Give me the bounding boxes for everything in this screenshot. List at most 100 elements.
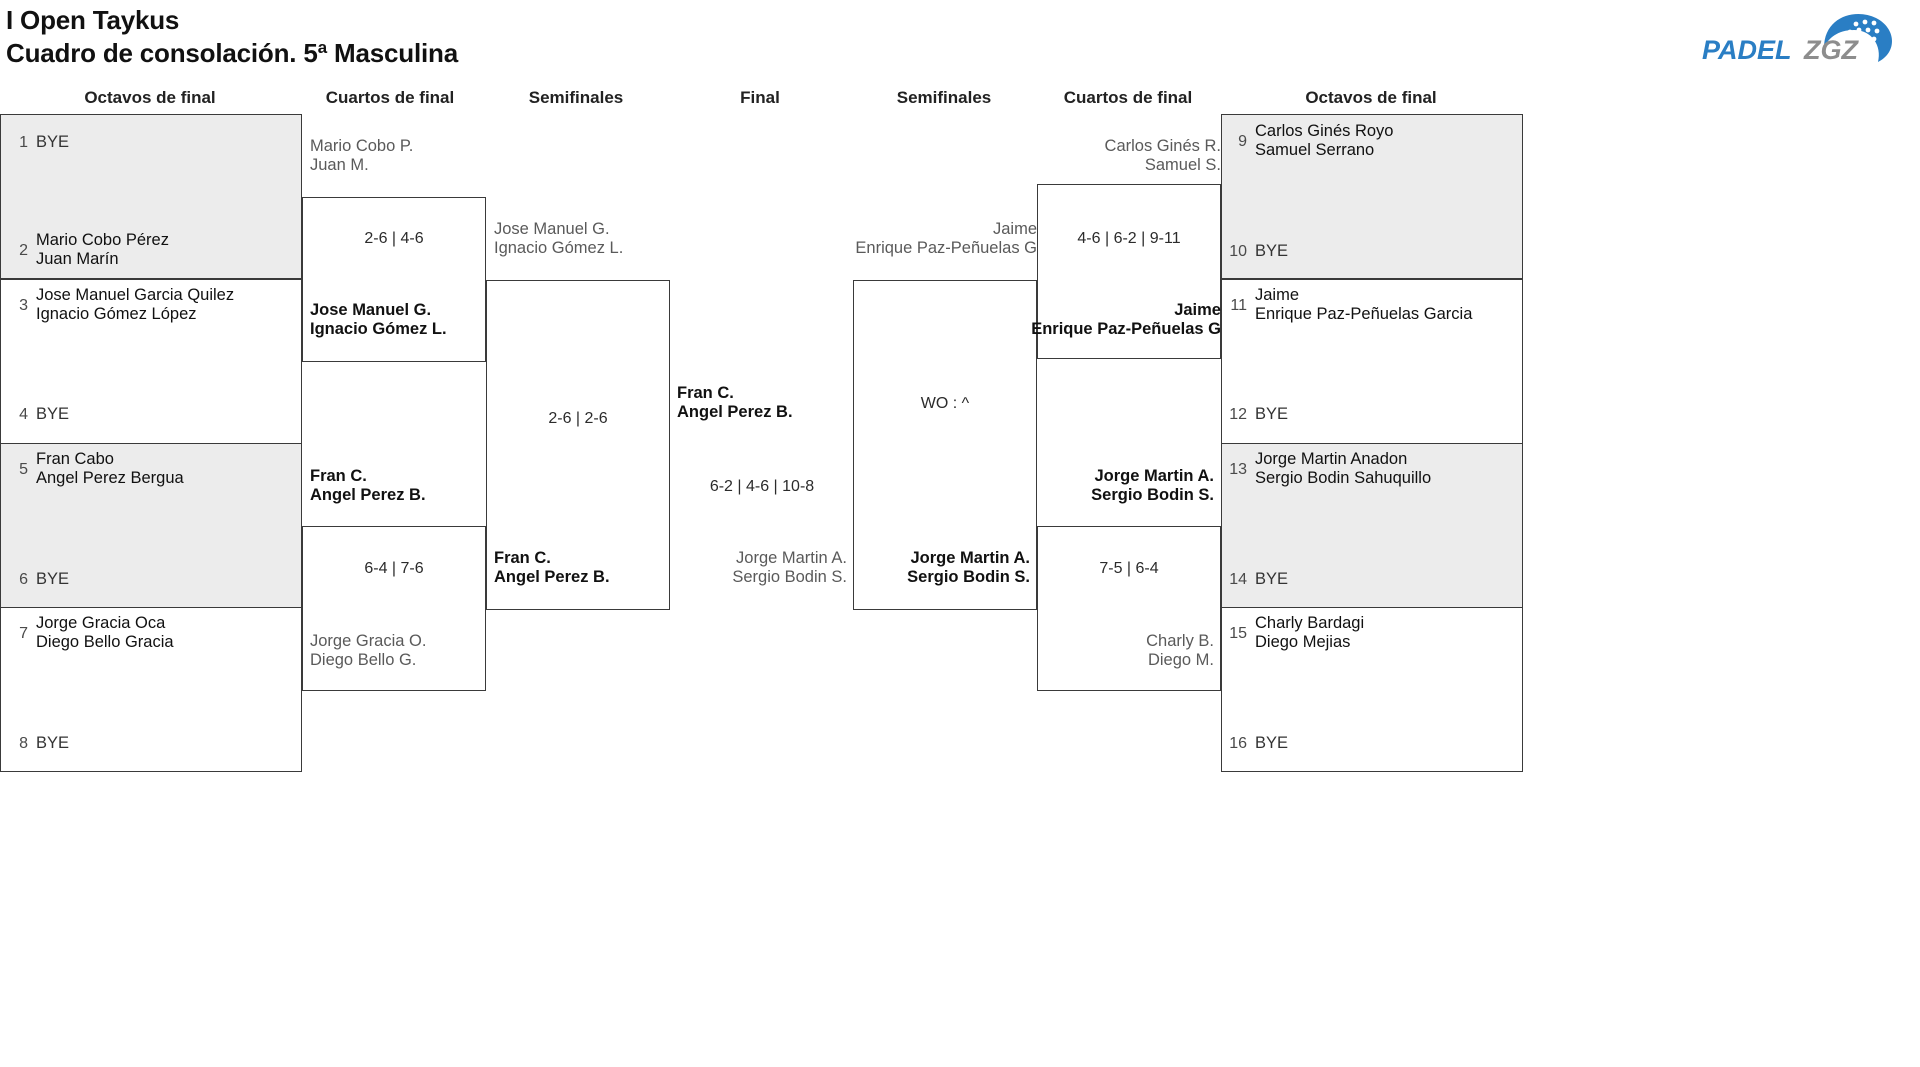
- team-name: Diego M.: [1147, 651, 1214, 669]
- team-name: Angel Perez B.: [310, 486, 426, 504]
- team-name: BYE: [36, 405, 70, 423]
- seed-number: 13: [1229, 461, 1247, 478]
- team-name: Jorge Gracia Oca: [36, 614, 166, 632]
- logo-zgz-text: ZGZ: [1803, 35, 1859, 65]
- cuartos-left-m1-top-team: Mario Cobo P. Juan M.: [310, 137, 413, 175]
- team-name: Samuel S.: [1144, 156, 1221, 174]
- cuartos-right-match1-box[interactable]: [1037, 184, 1221, 359]
- seed-entry-10[interactable]: 10 BYE: [1225, 241, 1288, 262]
- seed-number: 14: [1229, 571, 1247, 588]
- semis-left-bottom-team: Fran C. Angel Perez B.: [494, 549, 610, 587]
- team-name: Jorge Gracia O.: [310, 632, 427, 650]
- seed-entry-5[interactable]: 5 Fran Cabo Angel Perez Bergua: [6, 450, 184, 488]
- seed-entry-1[interactable]: 1 BYE: [6, 132, 69, 153]
- team-name: Jaime: [992, 220, 1037, 238]
- semis-right-top-team: Jaime Enrique Paz-Peñuelas G: [790, 220, 1037, 258]
- seed-number: 16: [1229, 735, 1247, 752]
- team-name: BYE: [36, 734, 70, 752]
- final-bottom-team: Jorge Martin A. Sergio Bodin S.: [670, 549, 847, 587]
- cuartos-right-m1-bottom-team: Jaime Enrique Paz-Peñuelas G: [1000, 301, 1221, 339]
- cuartos-right-m1-top-team: Carlos Ginés R. Samuel S.: [1000, 137, 1221, 175]
- team-name: Diego Bello G.: [310, 651, 417, 669]
- semis-left-score: 2-6 | 2-6: [548, 410, 608, 427]
- octavos-box-1-2[interactable]: [0, 114, 302, 279]
- team-name: BYE: [1255, 405, 1289, 423]
- seed-entry-13[interactable]: 13 Jorge Martin Anadon Sergio Bodin Sahu…: [1225, 450, 1431, 488]
- octavos-box-15-16[interactable]: [1221, 607, 1523, 772]
- team-name: Diego Bello Gracia: [36, 633, 174, 651]
- team-name: BYE: [1255, 242, 1289, 260]
- seed-number: 2: [19, 242, 28, 259]
- seed-entry-8[interactable]: 8 BYE: [6, 733, 69, 754]
- team-name: Mario Cobo P.: [310, 137, 414, 155]
- team-name: Sergio Bodin S.: [732, 568, 847, 586]
- team-name: Angel Perez B.: [494, 568, 610, 586]
- team-name: Angel Perez Bergua: [36, 469, 184, 487]
- semis-right-score: WO : ^: [920, 395, 970, 412]
- page-title: I Open Taykus Cuadro de consolación. 5ª …: [6, 4, 458, 70]
- padelzgz-logo: PADEL ZGZ: [1696, 4, 1906, 70]
- team-name: Fran C.: [310, 467, 367, 485]
- semis-left-match-box[interactable]: [486, 280, 670, 610]
- octavos-box-5-6[interactable]: [0, 443, 302, 608]
- seed-entry-3[interactable]: 3 Jose Manuel Garcia Quilez Ignacio Góme…: [6, 286, 234, 324]
- cuartos-left-match1-box[interactable]: [302, 197, 486, 362]
- cuartos-left-match2-box[interactable]: [302, 526, 486, 691]
- seed-entry-14[interactable]: 14 BYE: [1225, 569, 1288, 590]
- team-name: Enrique Paz-Peñuelas G: [1031, 320, 1221, 338]
- semis-right-match-box[interactable]: [853, 280, 1037, 610]
- seed-entry-4[interactable]: 4 BYE: [6, 404, 69, 425]
- bracket-subtitle: Cuadro de consolación. 5ª Masculina: [6, 38, 458, 68]
- team-name: Diego Mejias: [1255, 633, 1351, 651]
- seed-entry-11[interactable]: 11 Jaime Enrique Paz-Peñuelas Garcia: [1225, 286, 1472, 324]
- team-name: Jose Manuel G.: [494, 220, 610, 238]
- cuartos-right-m2-score: 7-5 | 6-4: [1099, 560, 1159, 577]
- round-header-left-semis: Semifinales: [528, 88, 624, 107]
- team-name: Carlos Ginés R.: [1104, 137, 1221, 155]
- cuartos-right-m2-top-team: Jorge Martin A. Sergio Bodin S.: [1000, 467, 1214, 505]
- cuartos-left-m2-score: 6-4 | 7-6: [364, 560, 424, 577]
- team-name: Jose Manuel G.: [310, 301, 432, 319]
- octavos-box-9-10[interactable]: [1221, 114, 1523, 279]
- logo-padel-text: PADEL: [1702, 35, 1792, 65]
- team-name: Fran Cabo: [36, 450, 114, 468]
- team-name: Ignacio Gómez López: [36, 305, 197, 323]
- team-name: Fran C.: [677, 384, 734, 402]
- round-header-left-cuartos: Cuartos de final: [325, 88, 455, 107]
- seed-number: 15: [1229, 625, 1247, 642]
- octavos-box-7-8[interactable]: [0, 607, 302, 772]
- team-name: Enrique Paz-Peñuelas G: [855, 239, 1037, 257]
- cuartos-left-m2-bottom-team: Jorge Gracia O. Diego Bello G.: [310, 632, 426, 670]
- seed-entry-6[interactable]: 6 BYE: [6, 569, 69, 590]
- semis-right-bottom-team: Jorge Martin A. Sergio Bodin S.: [860, 549, 1030, 587]
- team-name: BYE: [36, 570, 70, 588]
- round-header-final: Final: [740, 88, 780, 107]
- seed-entry-9[interactable]: 9 Carlos Ginés Royo Samuel Serrano: [1225, 122, 1393, 160]
- team-name: Fran C.: [494, 549, 551, 567]
- octavos-box-13-14[interactable]: [1221, 443, 1523, 608]
- team-name: Jose Manuel Garcia Quilez: [36, 286, 235, 304]
- seed-number: 11: [1230, 297, 1247, 314]
- round-header-right-cuartos: Cuartos de final: [1063, 88, 1193, 107]
- seed-entry-15[interactable]: 15 Charly Bardagi Diego Mejias: [1225, 614, 1364, 652]
- seed-entry-12[interactable]: 12 BYE: [1225, 404, 1288, 425]
- team-name: Mario Cobo Pérez: [36, 231, 169, 249]
- logo-svg: PADEL ZGZ: [1702, 13, 1893, 65]
- seed-number: 4: [19, 406, 28, 423]
- seed-entry-2[interactable]: 2 Mario Cobo Pérez Juan Marín: [6, 231, 169, 269]
- cuartos-right-match2-box[interactable]: [1037, 526, 1221, 691]
- cuartos-left-m1-bottom-team: Jose Manuel G. Ignacio Gómez L.: [310, 301, 447, 339]
- final-top-team: Fran C. Angel Perez B.: [677, 384, 793, 422]
- seed-entry-7[interactable]: 7 Jorge Gracia Oca Diego Bello Gracia: [6, 614, 174, 652]
- team-name: Jorge Martin Anadon: [1255, 450, 1408, 468]
- team-name: BYE: [1255, 570, 1289, 588]
- seed-entry-16[interactable]: 16 BYE: [1225, 733, 1288, 754]
- team-name: Juan M.: [310, 156, 369, 174]
- team-name: Juan Marín: [36, 250, 119, 268]
- team-name: Sergio Bodin S.: [907, 568, 1030, 586]
- team-name: Enrique Paz-Peñuelas Garcia: [1255, 305, 1473, 323]
- seed-number: 6: [19, 571, 28, 588]
- seed-number: 3: [19, 297, 28, 314]
- seed-number: 10: [1229, 243, 1247, 260]
